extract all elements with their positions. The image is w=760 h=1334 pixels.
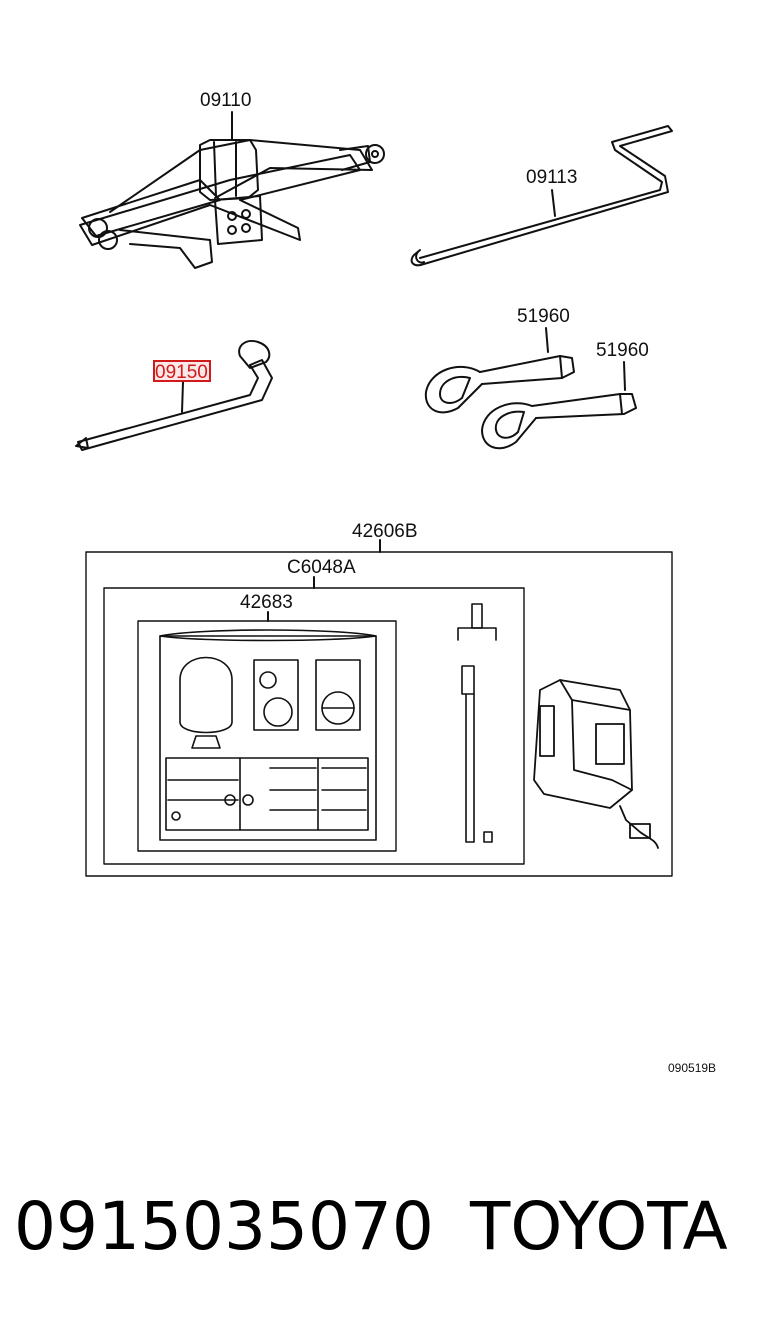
jack-handle-illustration	[410, 125, 673, 267]
figure-id: 090519B	[668, 1061, 716, 1075]
callout-kit-outer: 42606B	[352, 521, 418, 542]
lug-wrench-illustration	[75, 340, 273, 451]
callout-lug-wrench: 09150	[155, 362, 208, 383]
sealant-kit-illustration	[159, 629, 377, 841]
air-compressor-illustration	[533, 679, 659, 849]
valve-core-tool-illustration	[457, 603, 497, 843]
callout-sealant-kit: 42683	[240, 592, 293, 613]
callout-jack-handle: 09113	[526, 167, 577, 188]
part-caption: 0915035070 TOYOTA	[0, 1188, 760, 1278]
scissor-jack-illustration	[79, 111, 385, 269]
callout-eyebolt-a: 51960	[517, 306, 570, 327]
brand-name: TOYOTA	[470, 1188, 728, 1265]
highlight-box	[153, 360, 211, 382]
callout-kit-case: C6048A	[287, 557, 356, 578]
callout-eyebolt-b: 51960	[596, 340, 649, 361]
callout-jack: 09110	[200, 90, 251, 111]
parts-diagram: 09110 09113 09150 51960 51960 42606B C60…	[75, 90, 716, 1075]
repair-kit-frames	[85, 539, 673, 877]
towing-eyebolt-illustration	[424, 327, 637, 450]
part-number: 0915035070	[14, 1188, 434, 1265]
